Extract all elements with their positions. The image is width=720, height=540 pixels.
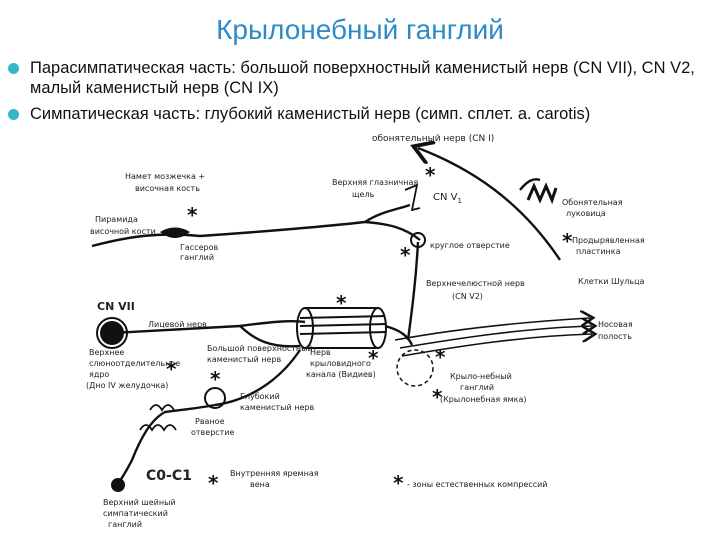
label-cervical-3: ганглий (108, 520, 142, 529)
label-salivary-1: Верхнее (89, 348, 124, 357)
bullet-list: Парасимпатическая часть: большой поверхн… (8, 58, 708, 130)
asterisk-icon: * (432, 385, 443, 409)
vidian-to-ppg (384, 324, 414, 346)
label-pyramid-1: Пирамида (95, 215, 138, 224)
asterisk-icon: * (425, 163, 436, 187)
label-deep-1: Глубокий (240, 392, 280, 401)
gasser-ganglion-icon (160, 227, 190, 238)
label-nasal-1: Носовая (598, 320, 633, 329)
orbital-fissure-icon (404, 183, 421, 212)
label-perforated-2: пластинка (576, 247, 621, 256)
asterisk-icon: * (400, 243, 411, 267)
label-lacerum-1: Рваное (195, 417, 225, 426)
label-cn-v1: CN V1 (433, 192, 462, 205)
label-pterygoid-3: канала (Видиев) (306, 370, 376, 379)
carotid-coil-icon (139, 424, 177, 432)
asterisk-icon: * (336, 291, 347, 315)
bullet-parasympathetic: Парасимпатическая часть: большой поверхн… (8, 58, 708, 98)
pterygopalatine-ganglion-icon (396, 349, 434, 387)
label-sup-orbital-1: Верхняя глазничная (332, 178, 418, 187)
label-jugular-1: Внутренняя яремная (230, 469, 319, 478)
nasal-line-3 (401, 334, 592, 357)
label-cervical-2: симпатический (103, 509, 168, 518)
v1-branch (364, 220, 421, 241)
label-legend: - зоны естественных компрессий (407, 480, 548, 489)
deep-petrosal (117, 403, 216, 485)
round-foramen-icon (410, 232, 426, 248)
asterisk-icon: * (368, 346, 379, 370)
label-ppg-3: (Крылонебная ямка) (440, 395, 526, 404)
label-ppg-2: ганглий (460, 383, 494, 392)
label-facial: Лицевой нерв (148, 320, 207, 329)
label-bulb-2: луковица (566, 209, 606, 218)
label-pterygoid-1: Нерв (310, 348, 331, 357)
facial-to-petrosal (239, 325, 301, 348)
facial-line (111, 320, 306, 335)
trigeminal-line (91, 203, 411, 248)
bullet-text: Симпатическая часть: глубокий каменистый… (30, 105, 591, 123)
label-nasal-2: полость (598, 332, 632, 341)
label-gasser-2: ганглий (180, 253, 214, 262)
label-sup-orbital-2: щель (352, 190, 375, 199)
asterisk-icon: * (166, 357, 177, 381)
label-deep-2: каменистый нерв (240, 403, 314, 412)
asterisk-icon: * (435, 345, 446, 369)
page-title: Крылонебный ганглий (216, 14, 504, 45)
nasal-line-2 (399, 326, 592, 349)
cn7-nucleus-icon (100, 321, 124, 345)
bullet-text: Парасимпатическая часть: большой поверхн… (30, 59, 695, 97)
asterisk-icon: * (393, 471, 404, 495)
label-maxillary-1: Верхнечелюстной нерв (426, 279, 525, 288)
label-c0c1: C0-C1 (146, 468, 192, 484)
label-cerebellum-2: височная кость (135, 184, 200, 193)
label-ppg-1: Крыло-небный (450, 372, 512, 381)
label-gasser-1: Гассеров (180, 243, 218, 252)
label-cervical-1: Верхний шейный (103, 498, 176, 507)
label-bulb-1: Обонятельная (562, 198, 623, 207)
label-perforated-1: Продырявленная (572, 236, 645, 245)
lacerum-link (214, 349, 301, 407)
olfactory-bulb-icon (526, 182, 558, 205)
label-maxillary-2: (CN V2) (452, 292, 483, 301)
label-greater-2: каменистый нерв (207, 355, 281, 364)
carotid-coil-icon (149, 404, 175, 412)
label-pyramid-2: височной кости (90, 227, 156, 236)
label-schultze: Клетки Шульца (578, 277, 645, 286)
pterygoid-canal-icon (296, 307, 387, 349)
lacerum-foramen-icon (204, 387, 226, 409)
label-olfactory: обонятельный нерв (CN I) (372, 134, 494, 144)
bullet-sympathetic: Симпатическая часть: глубокий каменистый… (8, 104, 708, 124)
label-pterygoid-2: крыловидного (310, 359, 371, 368)
label-lacerum-2: отверстие (191, 428, 235, 437)
asterisk-icon: * (187, 203, 198, 227)
label-cn7: CN VII (97, 300, 135, 313)
asterisk-icon: * (562, 229, 573, 253)
label-cerebellum-1: Намет мозжечка + (125, 172, 205, 181)
cervical-ganglion-icon (111, 478, 125, 492)
olfactory-arrow (418, 148, 561, 261)
label-salivary-4: (Дно IV желудочка) (86, 381, 168, 390)
label-greater-1: Большой поверхностный (207, 344, 313, 353)
asterisk-icon: * (208, 471, 219, 495)
circle-bullet-icon (8, 63, 19, 74)
circle-bullet-icon (8, 109, 19, 120)
nasal-line-1 (394, 318, 590, 341)
bulb-line (519, 178, 541, 191)
v2-line (406, 241, 420, 341)
asterisk-icon: * (210, 367, 221, 391)
label-salivary-2: слюноотделительное (89, 359, 180, 368)
label-round-foramen: круглое отверстие (430, 241, 510, 250)
label-jugular-2: вена (250, 480, 270, 489)
label-salivary-3: ядро (89, 370, 109, 379)
compression-markers: * * * * * * * * * * * * (166, 163, 573, 495)
